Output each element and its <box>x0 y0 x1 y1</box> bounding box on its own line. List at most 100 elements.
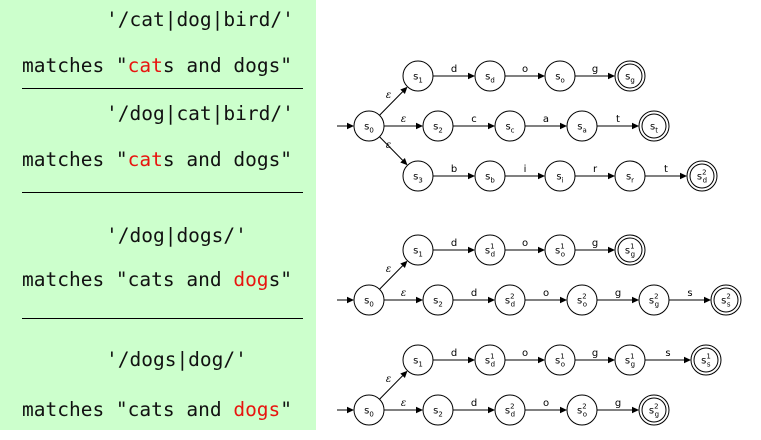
state-b0: s0 <box>353 284 385 316</box>
state-label: sr <box>626 172 634 185</box>
transition-arrow <box>505 246 545 254</box>
match-4-highlight: dogs <box>233 398 281 421</box>
arrow-head <box>632 122 639 130</box>
transition-label: d <box>451 64 457 75</box>
divider <box>22 192 303 193</box>
state-circle <box>402 160 434 192</box>
transition-arrow <box>525 122 567 130</box>
start-arrow <box>337 122 354 130</box>
arrow-head <box>347 122 354 130</box>
arrow-head <box>560 296 567 304</box>
transition-arrow <box>575 356 615 364</box>
transition-arrow <box>379 86 408 116</box>
accept-ring <box>693 347 719 373</box>
transition-arrow <box>433 172 475 180</box>
match-2-suffix: s and dogs" <box>162 148 293 171</box>
arrow-head <box>538 172 545 180</box>
transition-arrow <box>433 356 475 364</box>
transition-label: ε <box>386 264 391 275</box>
arrow-head <box>416 406 423 414</box>
accept-ring <box>689 163 715 189</box>
match-3-suffix: s" <box>268 268 293 291</box>
transition-label: ε <box>401 398 406 409</box>
state-b1: s1 <box>402 234 434 266</box>
transition-arrow <box>384 406 423 414</box>
pattern-1: '/cat|dog|bird/' <box>106 8 294 31</box>
state-label: s0 <box>364 406 374 419</box>
state-a8: st <box>638 110 670 142</box>
arrow-head <box>400 158 408 166</box>
state-circle <box>566 110 598 142</box>
state-label: so <box>555 72 565 85</box>
state-label: s1 <box>413 72 423 85</box>
match-1-highlight: cat <box>127 54 163 77</box>
state-a6: sc <box>494 110 526 142</box>
match-1-suffix: s and dogs" <box>162 54 293 77</box>
state-circle <box>566 284 598 316</box>
transition-arrow <box>597 122 639 130</box>
state-label: sd <box>485 72 495 85</box>
transition-label: ε <box>386 90 391 101</box>
state-c6: s2 <box>422 394 454 426</box>
state-a10: sb <box>474 160 506 192</box>
arrow-head <box>632 296 639 304</box>
transition-label: o <box>522 64 528 75</box>
accept-ring <box>713 287 739 313</box>
arrow-head <box>488 296 495 304</box>
arrow-head <box>632 406 639 414</box>
transition-label: ε <box>401 288 406 299</box>
state-circle <box>544 160 576 192</box>
transition-arrow <box>379 370 408 400</box>
state-circle <box>402 60 434 92</box>
transition-arrow <box>525 296 567 304</box>
state-a11: si <box>544 160 576 192</box>
state-circle <box>422 394 454 426</box>
transition-arrow <box>453 296 495 304</box>
examples-panel: '/cat|dog|bird/' matches "cats and dogs"… <box>0 0 316 430</box>
match-4-prefix: matches "cats and <box>22 398 234 421</box>
state-circle <box>494 284 526 316</box>
state-circle <box>474 344 506 376</box>
transition-label: d <box>451 238 457 249</box>
state-circle <box>474 60 506 92</box>
transition-arrow <box>525 406 567 414</box>
state-label: s3 <box>413 172 423 185</box>
transition-arrow <box>505 72 545 80</box>
arrow-head <box>608 246 615 254</box>
transition-label: d <box>471 288 477 299</box>
state-circle <box>494 394 526 426</box>
state-label: s1 <box>413 356 423 369</box>
transition-arrow <box>597 296 639 304</box>
state-circle <box>638 284 670 316</box>
transition-arrow <box>505 356 545 364</box>
transition-label: g <box>592 238 598 249</box>
transition-label: d <box>471 398 477 409</box>
state-circle <box>544 60 576 92</box>
transition-label: i <box>524 164 527 175</box>
arrow-head <box>416 296 423 304</box>
arrow-head <box>608 356 615 364</box>
transition-arrow <box>433 72 475 80</box>
accept-ring <box>641 113 667 139</box>
arrow-head <box>400 260 408 268</box>
transition-label: o <box>522 348 528 359</box>
transition-label: r <box>593 164 598 175</box>
arrow-head <box>538 356 545 364</box>
transition-label: g <box>615 288 621 299</box>
arrow-head <box>488 122 495 130</box>
state-label: s2 <box>433 122 443 135</box>
transition-arrow <box>645 356 691 364</box>
transition-arrow <box>575 172 615 180</box>
arrow-head <box>680 172 687 180</box>
state-label: sc <box>505 122 514 135</box>
state-a3: so <box>544 60 576 92</box>
